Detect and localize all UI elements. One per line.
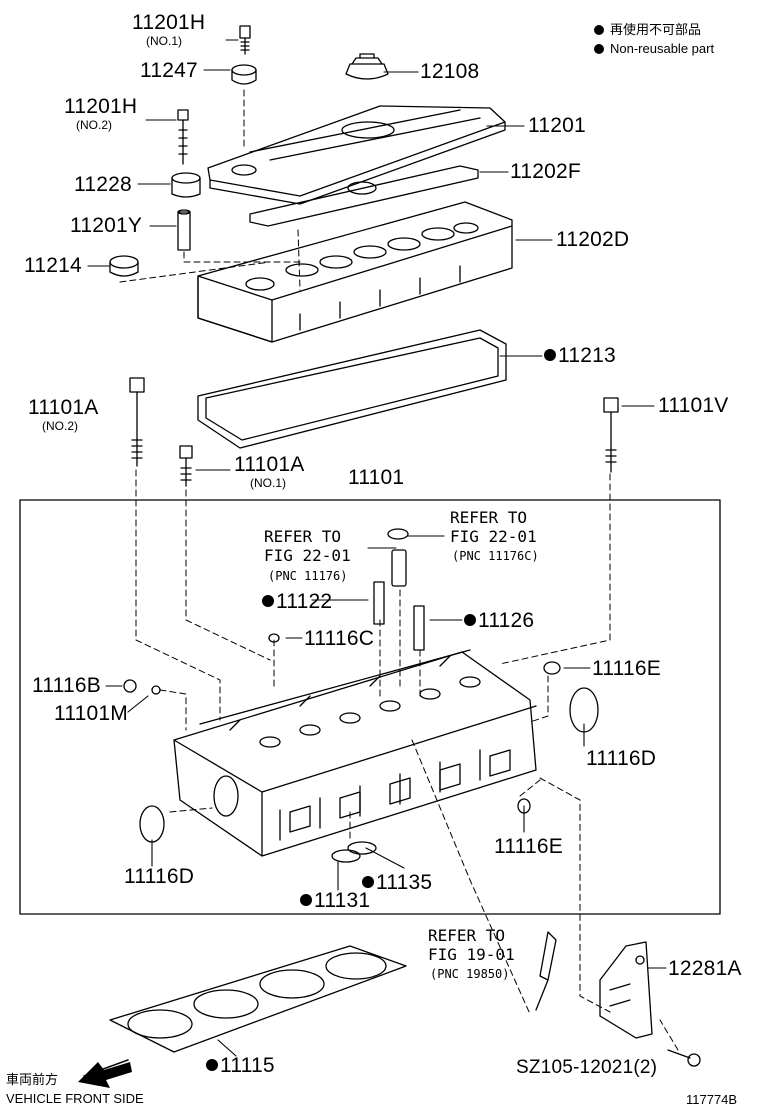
- vehicle-front-arrow-icon: [78, 1062, 132, 1088]
- part-label[interactable]: 11202D: [556, 228, 630, 251]
- part-label[interactable]: 11101A: [234, 453, 305, 476]
- ref-callout-pnc: (PNC 19850): [430, 967, 510, 981]
- part-code: 11122: [276, 590, 333, 613]
- part-label[interactable]: 11101V: [658, 394, 729, 417]
- bolt-11101A-no1: [179, 445, 193, 487]
- non-reusable-dot-icon: [262, 595, 274, 607]
- part-label[interactable]: 11122: [262, 591, 332, 613]
- non-reusable-dot-icon: [206, 1059, 218, 1071]
- part-label[interactable]: 11116D: [124, 865, 195, 888]
- part-note: (NO.2): [42, 419, 78, 433]
- non-reusable-dot-icon: [544, 349, 556, 361]
- ref-callout-line2[interactable]: FIG 22-01: [264, 546, 351, 565]
- part-label[interactable]: 11247: [140, 59, 198, 82]
- cylinder-head-group-box: [19, 499, 721, 915]
- legend-item-en: Non-reusable part: [594, 41, 714, 57]
- part-label[interactable]: 11228: [74, 173, 132, 196]
- part-label[interactable]: 11202F: [510, 160, 581, 183]
- non-reusable-dot-icon: [300, 894, 312, 906]
- figure-id: 117774B: [686, 1092, 738, 1107]
- part-label[interactable]: 11131: [300, 890, 370, 912]
- part-label[interactable]: 11214: [24, 254, 82, 277]
- part-label[interactable]: 11126: [464, 610, 534, 632]
- legend-item-jp: 再使用不可部品: [594, 22, 701, 38]
- part-label[interactable]: 11101A: [28, 396, 99, 419]
- ref-callout-line2[interactable]: FIG 22-01: [450, 527, 537, 546]
- non-reusable-dot-icon: [594, 25, 604, 35]
- part-label[interactable]: 12281A: [668, 957, 742, 980]
- part-label[interactable]: 11116B: [32, 674, 101, 697]
- part-label[interactable]: 11101M: [54, 702, 128, 725]
- bracket-12281A: [599, 941, 653, 1039]
- part-label[interactable]: SZ105-12021(2): [516, 1057, 658, 1078]
- part-label[interactable]: 11201: [528, 114, 586, 137]
- part-label[interactable]: 11201Y: [70, 214, 143, 237]
- ref-callout-line1: REFER TO: [450, 508, 528, 527]
- ref-callout-line2[interactable]: FIG 19-01: [428, 945, 515, 964]
- part-label[interactable]: 11101: [348, 466, 405, 489]
- direction-label-en: VEHICLE FRONT SIDE: [6, 1091, 144, 1106]
- part-label[interactable]: 11116E: [494, 835, 563, 858]
- cylinder-head-gasket-11115: [109, 945, 407, 1053]
- part-note: (NO.1): [146, 34, 182, 48]
- non-reusable-dot-icon: [464, 614, 476, 626]
- part-code: 11131: [314, 889, 371, 912]
- part-code: 11115: [220, 1054, 275, 1077]
- ref-callout-line1: REFER TO: [428, 926, 506, 945]
- non-reusable-dot-icon: [594, 44, 604, 54]
- part-code: 11126: [478, 609, 535, 632]
- part-label[interactable]: 11201H: [64, 95, 138, 118]
- bolt-11201H-no1: [239, 25, 251, 55]
- legend-text-jp: 再使用不可部品: [610, 22, 702, 37]
- part-label[interactable]: 11135: [362, 872, 432, 894]
- part-label[interactable]: 11115: [206, 1055, 275, 1077]
- bolt-11101V: [603, 397, 619, 473]
- part-code: 11213: [558, 344, 616, 367]
- part-label[interactable]: 11201H: [132, 11, 206, 34]
- part-label[interactable]: 11213: [544, 345, 616, 367]
- part-label[interactable]: 11116C: [304, 627, 375, 650]
- part-code: 11135: [376, 871, 433, 894]
- part-label[interactable]: 11116D: [586, 747, 657, 770]
- part-label[interactable]: 11116E: [592, 657, 661, 680]
- direction-label-jp: 車両前方: [6, 1072, 59, 1087]
- ref-callout-line1: REFER TO: [264, 527, 342, 546]
- part-note: (NO.2): [76, 118, 112, 132]
- cylinder-head-cover-11202D: [197, 201, 513, 343]
- ref-callout-pnc: (PNC 11176): [268, 569, 348, 583]
- cylinder-head-cover-11201: [207, 105, 506, 205]
- part-label[interactable]: 12108: [420, 60, 480, 83]
- bolt-11101A-no2: [129, 377, 145, 467]
- cylinder-head-11101: [173, 649, 537, 857]
- non-reusable-dot-icon: [362, 876, 374, 888]
- part-note: (NO.1): [250, 476, 286, 490]
- ref-callout-pnc: (PNC 11176C): [452, 549, 539, 563]
- legend-text-en: Non-reusable part: [610, 41, 715, 56]
